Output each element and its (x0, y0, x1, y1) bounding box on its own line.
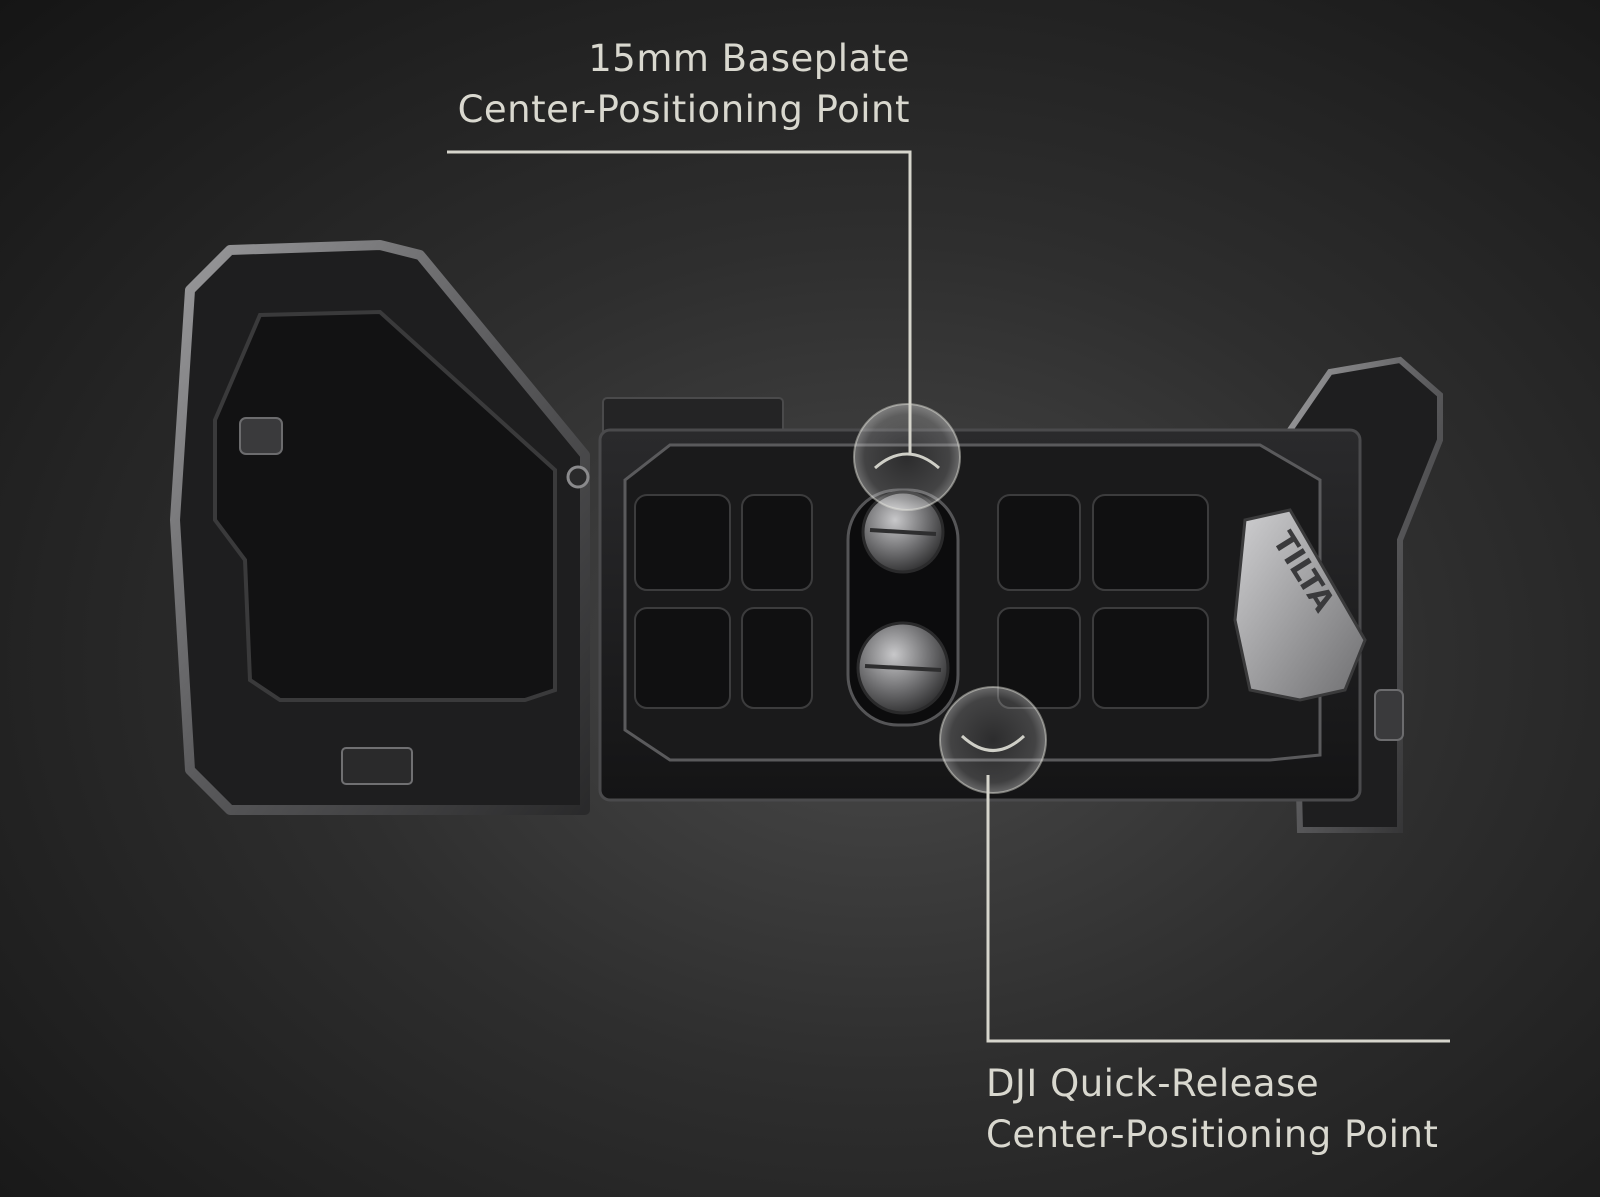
cage-side-frame (170, 240, 590, 815)
top-point-highlight (853, 403, 961, 511)
top-callout-label: 15mm Baseplate Center-Positioning Point (458, 33, 910, 135)
top-callout-line1: 15mm Baseplate (588, 37, 910, 80)
top-callout-leader (447, 150, 912, 455)
bottom-callout-label: DJI Quick-Release Center-Positioning Poi… (986, 1058, 1438, 1160)
baseplate (598, 397, 1362, 802)
bottom-callout-line2: Center-Positioning Point (986, 1113, 1439, 1156)
side-screw (239, 417, 283, 455)
hinge-pin (566, 465, 590, 489)
bottom-callout-leader (986, 775, 1450, 1043)
top-callout-line2: Center-Positioning Point (457, 88, 910, 131)
frame-clip (341, 747, 413, 785)
bottom-callout-line1: DJI Quick-Release (986, 1062, 1320, 1105)
bottom-point-highlight (939, 686, 1047, 794)
